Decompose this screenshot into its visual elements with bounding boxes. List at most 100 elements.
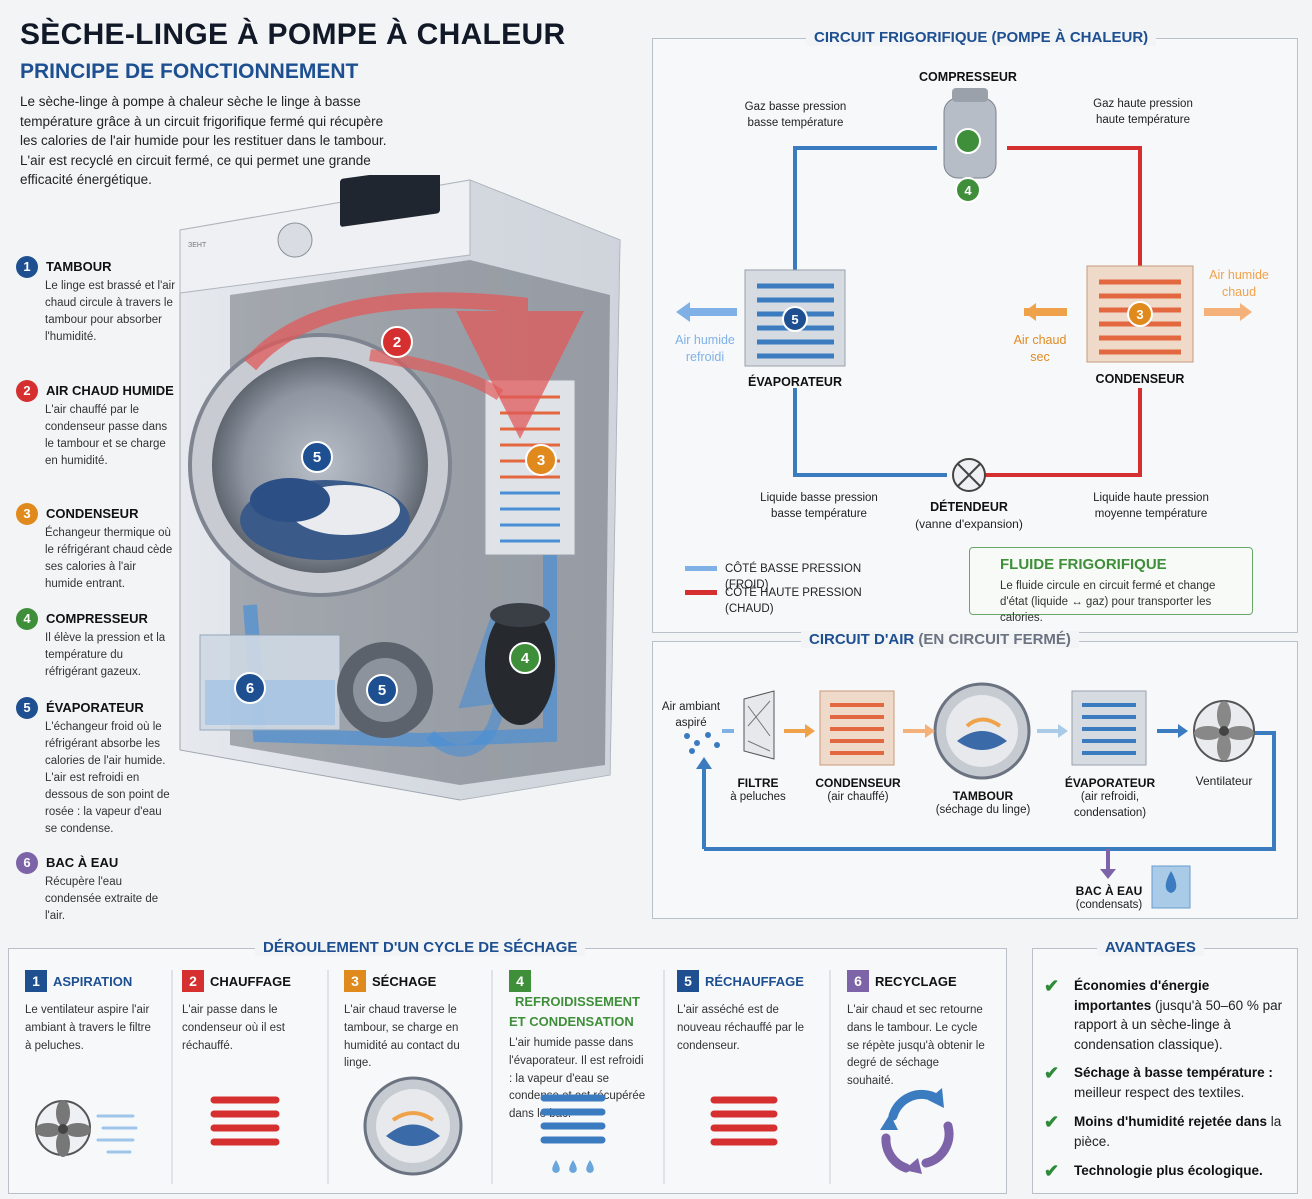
legend-number-badge: 3: [16, 503, 38, 525]
legend-item-desc: L'échangeur froid où le réfrigérant abso…: [45, 721, 170, 836]
brand-label: ЗЕНТ: [188, 242, 207, 249]
legend-item-4: 4 COMPRESSEUR Il élève la pression et la t…: [16, 608, 176, 681]
step-desc: L'air chaud traverse le tambour, se char…: [344, 1004, 460, 1070]
legend-item-6: 6 BAC À EAU Récupère l'eau condensée extra…: [16, 852, 176, 925]
legend-item-1: 1 TAMBOUR Le linge est brassé et l'air cha…: [16, 256, 176, 346]
advantage-text: Économies d'énergie importantes (jusqu'à…: [1074, 978, 1283, 1052]
legend-item-title: CONDENSEUR: [46, 506, 139, 521]
legend-item-desc: Il élève la pression et la température d…: [45, 632, 166, 679]
legend-number-badge: 4: [16, 608, 38, 630]
step-title: CHAUFFAGE: [210, 973, 291, 989]
evaporator-marker: 5: [791, 312, 798, 327]
refrigerant-loop-diagram: 4 5 3: [676, 88, 1252, 595]
legend-item-desc: Échangeur thermique où le réfrigérant ch…: [45, 527, 173, 591]
air-humid-hot-label: Air humide chaud: [1209, 268, 1269, 299]
water-tank-sub-label: (condensats): [1075, 899, 1143, 911]
dryer-cutaway-illustration: ЗЕНТ 2 3 5 5 4 6: [179, 175, 621, 801]
step-desc: L'air chaud et sec retourne dans le tamb…: [847, 1004, 985, 1088]
step-number-badge: 3: [344, 970, 366, 992]
gas-low-label: Gaz basse pression basse température: [744, 101, 847, 129]
intro-text: Le sèche-linge à pompe à chaleur sèche l…: [20, 94, 387, 188]
advantage-item: ✔ Moins d'humidité rejetée dans la pièce.: [1044, 1112, 1284, 1151]
marker-5-fan: 5: [378, 682, 386, 699]
fluid-title: FLUIDE FRIGORIFIQUE: [1000, 556, 1167, 573]
water-tank-label: BAC À EAU: [1075, 884, 1143, 898]
compressor-marker: 4: [964, 183, 972, 198]
advantage-text: Séchage à basse température : meilleur r…: [1074, 1065, 1273, 1100]
cycle-step-3: 3 SÉCHAGE L'air chaud traverse le tambour,…: [344, 970, 484, 1073]
step-title: RECYCLAGE: [875, 973, 957, 989]
cycle-panel: [8, 948, 1007, 1194]
evaporator-label: ÉVAPORATEUR: [748, 375, 842, 389]
cycle-step-1: 1 ASPIRATION Le ventilateur aspire l'air a…: [25, 970, 155, 1055]
legend-number-badge: 1: [16, 256, 38, 278]
step-desc: Le ventilateur aspire l'air ambiant à tr…: [25, 1004, 151, 1052]
step-number-badge: 2: [182, 970, 204, 992]
fan-label: Ventilateur: [1195, 774, 1253, 788]
marker-5-drum: 5: [313, 449, 321, 466]
advantage-text: Technologie plus écologique.: [1074, 1163, 1263, 1178]
step-title: REFROIDISSEMENT ET CONDENSATION: [509, 994, 640, 1029]
page-subtitle: PRINCIPE DE FONCTIONNEMENT: [20, 60, 359, 83]
filter-sub-label: à peluches: [730, 791, 786, 803]
legend-item-title: COMPRESSEUR: [46, 611, 148, 626]
liquid-high-label: Liquide haute pression moyenne températu…: [1093, 492, 1209, 520]
legend-item-title: AIR CHAUD HUMIDE: [46, 383, 174, 398]
check-icon: ✔: [1044, 1161, 1060, 1181]
advantage-item: ✔ Séchage à basse température : meilleur …: [1044, 1063, 1284, 1102]
advantage-text: Moins d'humidité rejetée dans la pièce.: [1074, 1114, 1282, 1149]
air-loop-diagram: [684, 682, 1276, 909]
cycle-step-icons: [35, 970, 954, 1184]
air-hot-dry-label: Air chaud sec: [1013, 333, 1067, 364]
cycle-title: DÉROULEMENT D'UN CYCLE DE SÉCHAGE: [255, 939, 586, 956]
ambient-air-label: Air ambiant aspiré: [661, 701, 721, 729]
condenser-marker: 3: [1136, 307, 1143, 322]
cycle-step-2: 2 CHAUFFAGE L'air passe dans le condenseur…: [182, 970, 312, 1055]
air-humid-cooled-label: Air humide refroidi: [675, 333, 735, 364]
legend-item-desc: Le linge est brassé et l'air chaud circu…: [45, 280, 176, 344]
marker-3: 3: [537, 452, 545, 469]
filter-label: FILTRE: [737, 776, 779, 790]
step-number-badge: 5: [677, 970, 699, 992]
advantages-title: AVANTAGES: [1097, 939, 1204, 956]
step-number-badge: 4: [509, 970, 531, 992]
legend-item-title: BAC À EAU: [46, 855, 119, 870]
legend-item-desc: Récupère l'eau condensée extraite de l'a…: [45, 876, 159, 923]
air-evaporator-sub-label: (air refroidi, condensation): [1073, 791, 1147, 819]
legend-item-desc: L'air chauffé par le condenseur passe da…: [45, 404, 168, 468]
compressor-label: COMPRESSEUR: [919, 70, 1017, 84]
advantage-item: ✔ Technologie plus écologique.: [1044, 1161, 1284, 1181]
refrigerant-circuit-title: CIRCUIT FRIGORIFIQUE (POMPE À CHALEUR): [806, 29, 1157, 46]
cycle-step-6: 6 RECYCLAGE L'air chaud et sec retourne da…: [847, 970, 987, 1091]
marker-6: 6: [246, 680, 254, 697]
fluid-info-box: FLUIDE FRIGORIFIQUE Le fluide circule en…: [969, 547, 1253, 624]
air-condenser-label: CONDENSEUR: [815, 776, 901, 790]
detendeur-sub-label: (vanne d'expansion): [915, 517, 1023, 531]
liquid-low-label: Liquide basse pression basse température: [760, 492, 878, 520]
step-title: SÉCHAGE: [372, 973, 437, 989]
step-number-badge: 6: [847, 970, 869, 992]
air-drum-label: TAMBOUR: [952, 789, 1014, 803]
legend-item-3: 3 CONDENSEUR Échangeur thermique où le réf…: [16, 503, 176, 593]
step-title: RÉCHAUFFAGE: [705, 973, 804, 989]
fluid-desc: Le fluide circule en circuit fermé et ch…: [1000, 580, 1216, 625]
air-condenser-sub-label: (air chauffé): [827, 791, 889, 803]
legend-low-pressure: CÔTÉ BASSE PRESSION (FROID): [725, 563, 862, 591]
legend-item-title: TAMBOUR: [46, 259, 112, 274]
air-circuit-title: CIRCUIT D'AIR (EN CIRCUIT FERMÉ): [801, 631, 1079, 648]
air-evaporator-label: ÉVAPORATEUR: [1064, 776, 1156, 790]
legend-number-badge: 5: [16, 697, 38, 719]
legend-number-badge: 6: [16, 852, 38, 874]
page-title: SÈCHE-LINGE À POMPE À CHALEUR: [20, 18, 566, 51]
legend-high-pressure: CÔTÉ HAUTE PRESSION (CHAUD): [725, 587, 862, 615]
marker-4: 4: [521, 650, 530, 667]
step-number-badge: 1: [25, 970, 47, 992]
condenser-label: CONDENSEUR: [1095, 372, 1185, 386]
check-icon: ✔: [1044, 1112, 1060, 1132]
step-desc: L'air passe dans le condenseur où il est…: [182, 1004, 285, 1052]
air-drum-sub-label: (séchage du linge): [935, 804, 1031, 816]
step-title: ASPIRATION: [53, 973, 133, 989]
check-icon: ✔: [1044, 1063, 1060, 1083]
